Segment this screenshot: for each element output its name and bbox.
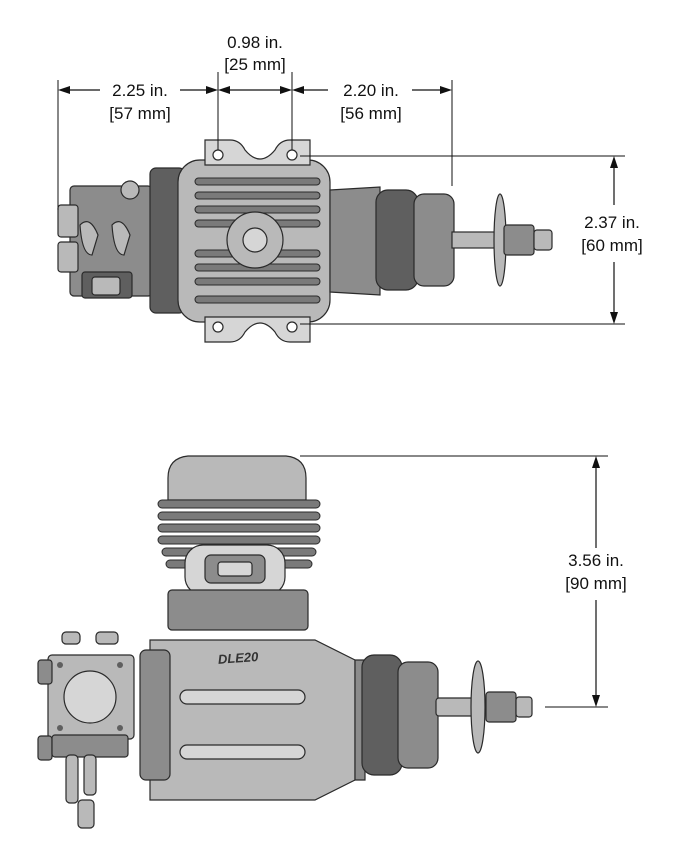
- dimension-height-top-view: 2.37 in. [60 mm]: [581, 156, 643, 324]
- dimension-label-2-25-in: 2.25 in.: [112, 81, 168, 100]
- dimension-label-56-mm: [56 mm]: [340, 104, 401, 123]
- dimension-width-right: 2.20 in. [56 mm]: [292, 81, 452, 123]
- dimension-label-2-20-in: 2.20 in.: [343, 81, 399, 100]
- dimension-label-3-56-in: 3.56 in.: [568, 551, 624, 570]
- brand-marking: DLE20: [217, 649, 259, 667]
- dimension-width-left: 2.25 in. [57 mm]: [58, 81, 218, 123]
- side-view-engine: DLE20: [37, 455, 533, 829]
- dimension-height-side-view: 3.56 in. [90 mm]: [565, 456, 627, 707]
- dimension-width-mid: 0.98 in. [25 mm]: [218, 33, 292, 94]
- dimension-label-2-37-in: 2.37 in.: [584, 213, 640, 232]
- top-view-engine: [57, 139, 553, 343]
- dimension-label-57-mm: [57 mm]: [109, 104, 170, 123]
- dimension-label-25-mm: [25 mm]: [224, 55, 285, 74]
- dimension-label-60-mm: [60 mm]: [581, 236, 642, 255]
- dimension-label-90-mm: [90 mm]: [565, 574, 626, 593]
- top-view: 2.25 in. [57 mm] 0.98 in. [25 mm] 2.20 i…: [57, 33, 643, 343]
- side-view: DLE20: [37, 455, 627, 829]
- dimension-label-0-98-in: 0.98 in.: [227, 33, 283, 52]
